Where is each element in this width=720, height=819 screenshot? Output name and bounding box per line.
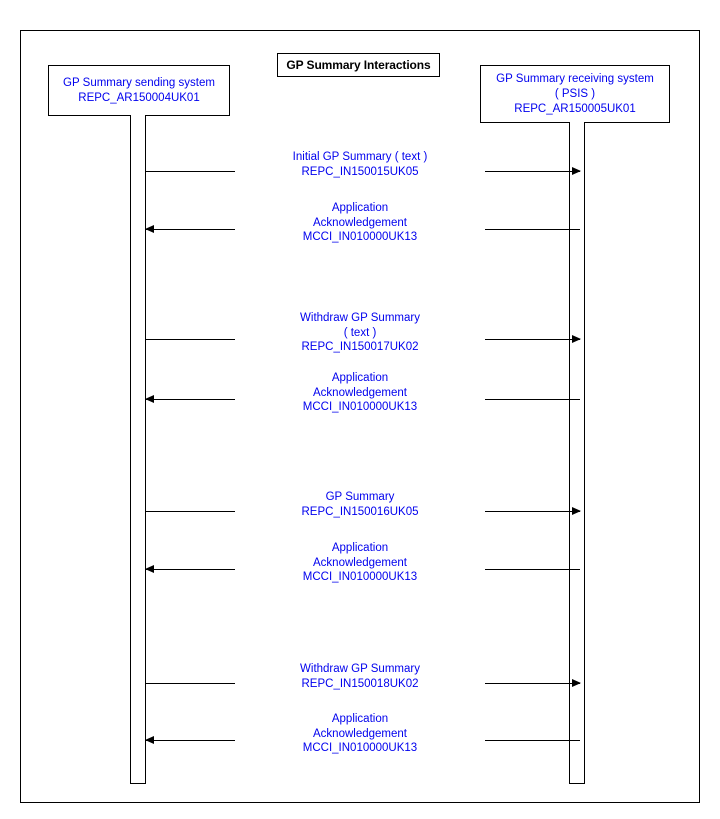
arrowhead-left-icon: [145, 395, 154, 403]
message-label: Application Acknowledgement MCCI_IN01000…: [235, 371, 485, 415]
message-line-right: [462, 399, 580, 400]
message-label-line: REPC_IN150015UK05: [301, 165, 419, 178]
message-line-left: [146, 399, 284, 400]
message-line-right: [462, 511, 580, 512]
message-label-line: Initial GP Summary ( text ): [292, 151, 428, 163]
message-label-line: MCCI_IN010000UK13: [302, 401, 418, 413]
message-line-left: [146, 339, 284, 340]
message-label-line: Application: [331, 372, 389, 384]
message-label-line: Acknowledgement: [313, 727, 407, 740]
message-line-left: [146, 229, 284, 230]
message-label-line: MCCI_IN010000UK13: [302, 231, 418, 243]
message-label-line: MCCI_IN010000UK13: [302, 742, 418, 754]
lifeline-header-receiver[interactable]: GP Summary receiving system ( PSIS ) REP…: [480, 65, 670, 123]
message-line-left: [146, 569, 284, 570]
arrowhead-right-icon: [572, 507, 581, 515]
arrowhead-left-icon: [145, 225, 154, 233]
message-line-left: [146, 171, 284, 172]
arrowhead-left-icon: [145, 736, 154, 744]
message-line-left: [146, 511, 284, 512]
message-label-line: REPC_IN150016UK05: [301, 505, 419, 518]
message-label: Initial GP Summary ( text ) REPC_IN15001…: [235, 150, 485, 179]
message-label-line: Acknowledgement: [313, 386, 407, 399]
arrowhead-left-icon: [145, 565, 154, 573]
message-line-right: [462, 569, 580, 570]
message-label-line: Acknowledgement: [313, 556, 407, 569]
message-label-line: REPC_IN150017UK02: [301, 341, 419, 353]
message-label-line: Withdraw GP Summary: [300, 663, 420, 675]
message-line-right: [462, 740, 580, 741]
message-label-line: Acknowledgement: [313, 216, 407, 229]
message-label-line: MCCI_IN010000UK13: [302, 571, 418, 583]
message-label-line: ( text ): [343, 326, 377, 339]
lifeline-name-line: GP Summary sending system: [63, 76, 215, 89]
message-label: Application Acknowledgement MCCI_IN01000…: [235, 712, 485, 756]
lifeline-name-line: ( PSIS ): [554, 87, 596, 100]
lifeline-name-line: REPC_AR150004UK01: [78, 91, 200, 104]
lifeline-name-line: GP Summary receiving system: [496, 72, 654, 85]
message-label: GP Summary REPC_IN150016UK05: [235, 490, 485, 519]
message-label-line: Application: [331, 542, 389, 554]
message-line-right: [462, 171, 580, 172]
message-label-line: Application: [331, 713, 389, 725]
message-label: Application Acknowledgement MCCI_IN01000…: [235, 201, 485, 245]
arrowhead-right-icon: [572, 167, 581, 175]
message-line-right: [462, 339, 580, 340]
message-line-right: [462, 229, 580, 230]
lifeline-activation-bar-receiver: [569, 122, 585, 784]
message-label-line: REPC_IN150018UK02: [301, 677, 419, 690]
message-line-right: [462, 683, 580, 684]
lifeline-name-line: REPC_AR150005UK01: [514, 102, 636, 115]
message-label-line: Withdraw GP Summary: [300, 312, 420, 324]
message-label: Withdraw GP Summary ( text ) REPC_IN1500…: [235, 311, 485, 355]
arrowhead-right-icon: [572, 335, 581, 343]
lifeline-header-sender[interactable]: GP Summary sending system REPC_AR150004U…: [48, 65, 230, 116]
message-label: Withdraw GP Summary REPC_IN150018UK02: [235, 662, 485, 691]
message-line-left: [146, 740, 284, 741]
arrowhead-right-icon: [572, 679, 581, 687]
message-label-line: GP Summary: [325, 491, 395, 503]
message-line-left: [146, 683, 284, 684]
diagram-title: GP Summary Interactions: [277, 53, 440, 77]
lifeline-activation-bar-sender: [130, 115, 146, 784]
message-label-line: Application: [331, 202, 389, 214]
message-label: Application Acknowledgement MCCI_IN01000…: [235, 541, 485, 585]
